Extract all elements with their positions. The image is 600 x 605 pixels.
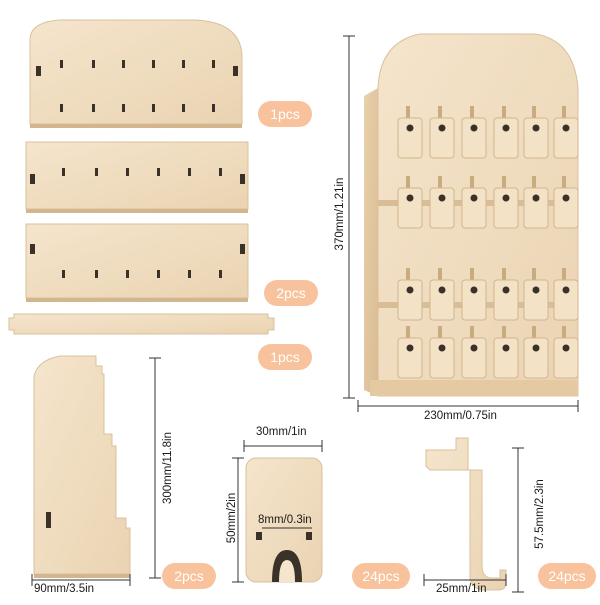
stand-tag-hole xyxy=(502,124,510,132)
middle-panel-piece-2 xyxy=(25,223,249,302)
stand-tag xyxy=(429,187,455,229)
tag-quantity-badge: 24pcs xyxy=(352,563,410,589)
stand-tag xyxy=(461,117,487,159)
stand-tag-hole xyxy=(502,286,510,294)
stand-tag xyxy=(523,117,549,159)
stand-hook xyxy=(502,326,506,342)
stand-hook xyxy=(470,106,474,122)
stand-tag-hole xyxy=(470,124,478,132)
hook-width-label: 25mm/1in xyxy=(436,583,487,595)
stand-tag-hole xyxy=(438,124,446,132)
stand-hook xyxy=(532,176,536,192)
stand-hook xyxy=(562,268,566,284)
stand-tag-hole xyxy=(470,286,478,294)
stand-hook xyxy=(502,106,506,122)
stand-tag xyxy=(523,187,549,229)
stand-tag-hole xyxy=(562,124,570,132)
stand-tag xyxy=(523,337,549,379)
middle-panel-quantity-badge: 2pcs xyxy=(264,280,318,306)
stand-hook xyxy=(562,106,566,122)
stand-hook xyxy=(470,268,474,284)
tag-hole-label: 8mm/0.3in xyxy=(258,514,312,526)
stand-hook xyxy=(470,326,474,342)
stand-tag-hole xyxy=(406,194,414,202)
middle-panel-piece-1 xyxy=(25,141,249,213)
stand-hook xyxy=(406,176,410,192)
stand-tag xyxy=(461,187,487,229)
hook-height-label: 57.5mm/2.3in xyxy=(534,479,546,549)
base-strip-piece xyxy=(8,313,275,335)
stand-hook xyxy=(438,106,442,122)
stand-height-label: 370mm/1.21in xyxy=(334,177,346,251)
dimension-lines xyxy=(31,35,579,593)
stand-tag-hole xyxy=(438,194,446,202)
stand-tag-hole xyxy=(562,194,570,202)
stand-hook xyxy=(406,106,410,122)
back-panel-piece xyxy=(29,19,243,128)
stand-hook xyxy=(532,106,536,122)
side-panel-piece xyxy=(33,355,131,578)
stand-hook xyxy=(438,176,442,192)
stand-tag xyxy=(493,279,519,321)
stand-tag-hole xyxy=(406,124,414,132)
stand-hook xyxy=(502,268,506,284)
stand-tag-hole xyxy=(502,194,510,202)
stand-hook xyxy=(532,268,536,284)
stand-tag-grid xyxy=(397,106,579,379)
assembled-stand xyxy=(364,33,579,397)
stand-tag-hole xyxy=(562,286,570,294)
stand-tag-hole xyxy=(532,286,540,294)
stand-width-label: 230mm/0.75in xyxy=(424,410,497,422)
stand-tag xyxy=(553,187,579,229)
tag-piece xyxy=(245,457,323,583)
stand-tag xyxy=(493,187,519,229)
stand-tag xyxy=(397,337,423,379)
stand-tag xyxy=(429,117,455,159)
stand-tag xyxy=(523,279,549,321)
stand-tag xyxy=(397,187,423,229)
stand-tag xyxy=(461,279,487,321)
stand-hook xyxy=(438,268,442,284)
stand-tag xyxy=(461,337,487,379)
base-strip-quantity-badge: 1pcs xyxy=(258,344,312,370)
tag-height-label: 50mm/2in xyxy=(226,492,238,544)
side-height-label: 300mm/11.8in xyxy=(162,431,174,505)
stand-tag xyxy=(553,117,579,159)
stand-tag-hole xyxy=(502,344,510,352)
stand-tag-hole xyxy=(470,344,478,352)
side-width-label: 90mm/3.5in xyxy=(34,583,95,595)
hook-quantity-badge: 24pcs xyxy=(538,563,596,589)
stand-hook xyxy=(438,326,442,342)
stand-tag xyxy=(493,117,519,159)
side-panel-quantity-badge: 2pcs xyxy=(162,563,216,589)
stand-hook xyxy=(470,176,474,192)
stand-tag xyxy=(429,337,455,379)
stand-tag-hole xyxy=(438,344,446,352)
stand-hook xyxy=(532,326,536,342)
stand-tag xyxy=(397,279,423,321)
stand-tag-hole xyxy=(406,344,414,352)
stand-tag xyxy=(493,337,519,379)
stand-tag xyxy=(397,117,423,159)
stand-tag-hole xyxy=(562,344,570,352)
hook-piece xyxy=(425,437,507,591)
tag-width-label: 30mm/1in xyxy=(256,426,307,438)
stand-tag-hole xyxy=(470,194,478,202)
stand-tag-hole xyxy=(532,344,540,352)
stand-hook xyxy=(406,268,410,284)
stand-hook xyxy=(562,176,566,192)
stand-tag xyxy=(553,279,579,321)
stand-tag-hole xyxy=(438,286,446,294)
stand-tag-hole xyxy=(532,194,540,202)
stand-hook xyxy=(406,326,410,342)
back-panel-quantity-badge: 1pcs xyxy=(258,101,312,127)
stand-tag xyxy=(429,279,455,321)
stand-tag xyxy=(553,337,579,379)
stand-hook xyxy=(562,326,566,342)
stand-tag-hole xyxy=(532,124,540,132)
stand-hook xyxy=(502,176,506,192)
stand-tag-hole xyxy=(406,286,414,294)
